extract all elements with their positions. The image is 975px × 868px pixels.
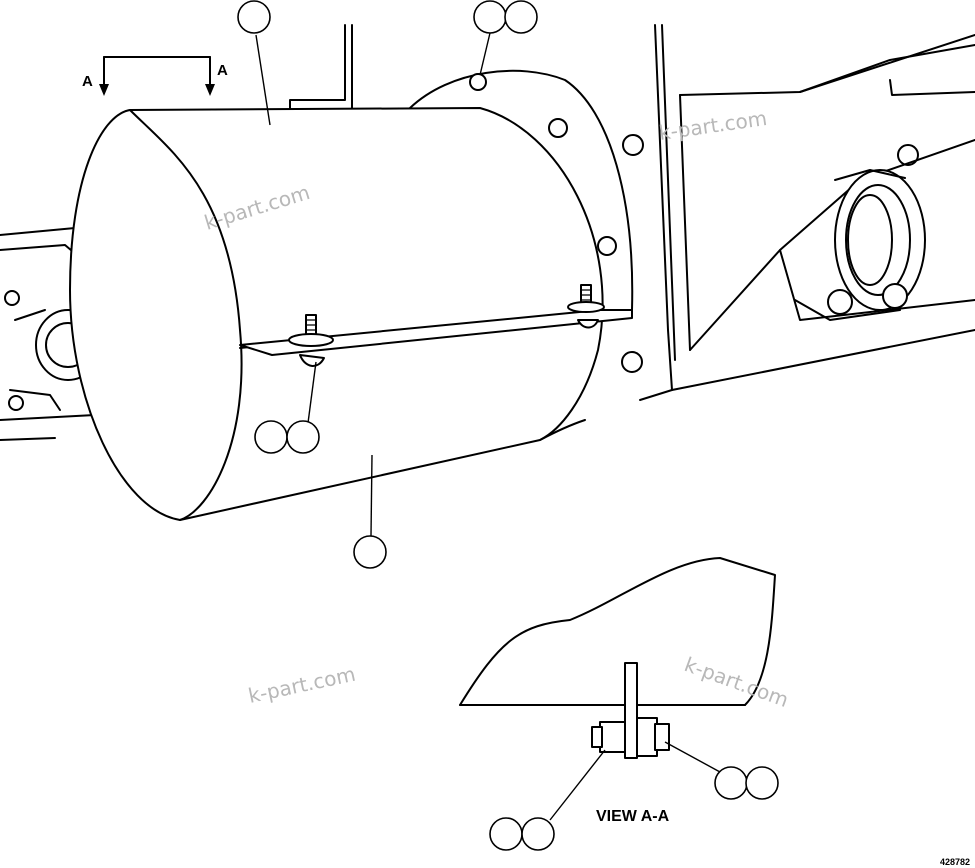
callout-lower-cover[interactable] bbox=[353, 535, 387, 569]
callout-top-bolt-2[interactable] bbox=[504, 0, 538, 34]
callout-top-cover[interactable] bbox=[237, 0, 271, 34]
frame-bracket bbox=[289, 24, 975, 401]
guard-lip-bolts bbox=[288, 284, 605, 367]
section-label-left: A bbox=[82, 73, 93, 90]
bearing-housing bbox=[794, 144, 926, 321]
watermark-3: k-part.com bbox=[246, 662, 358, 708]
callout-view-bolt-1[interactable] bbox=[489, 817, 523, 851]
callouts-main-view bbox=[237, 0, 538, 569]
watermark-2: k-part.com bbox=[657, 106, 768, 145]
view-caption: VIEW A-A bbox=[596, 808, 670, 825]
section-label-right: A bbox=[217, 62, 228, 79]
view-bracket-plate bbox=[624, 662, 638, 759]
section-indicator: A A bbox=[82, 56, 228, 96]
callout-bottom-bolt-1[interactable] bbox=[254, 420, 288, 454]
callout-view-nut-2[interactable] bbox=[745, 766, 779, 800]
figure-number: 428782 bbox=[940, 857, 970, 867]
detail-view-a-a: VIEW A-A bbox=[459, 557, 779, 851]
callout-bottom-bolt-2[interactable] bbox=[286, 420, 320, 454]
callout-top-bolt-1[interactable] bbox=[473, 0, 507, 34]
callout-view-nut-1[interactable] bbox=[714, 766, 748, 800]
callout-view-bolt-2[interactable] bbox=[521, 817, 555, 851]
shaft-guard-cylinder bbox=[69, 107, 633, 521]
